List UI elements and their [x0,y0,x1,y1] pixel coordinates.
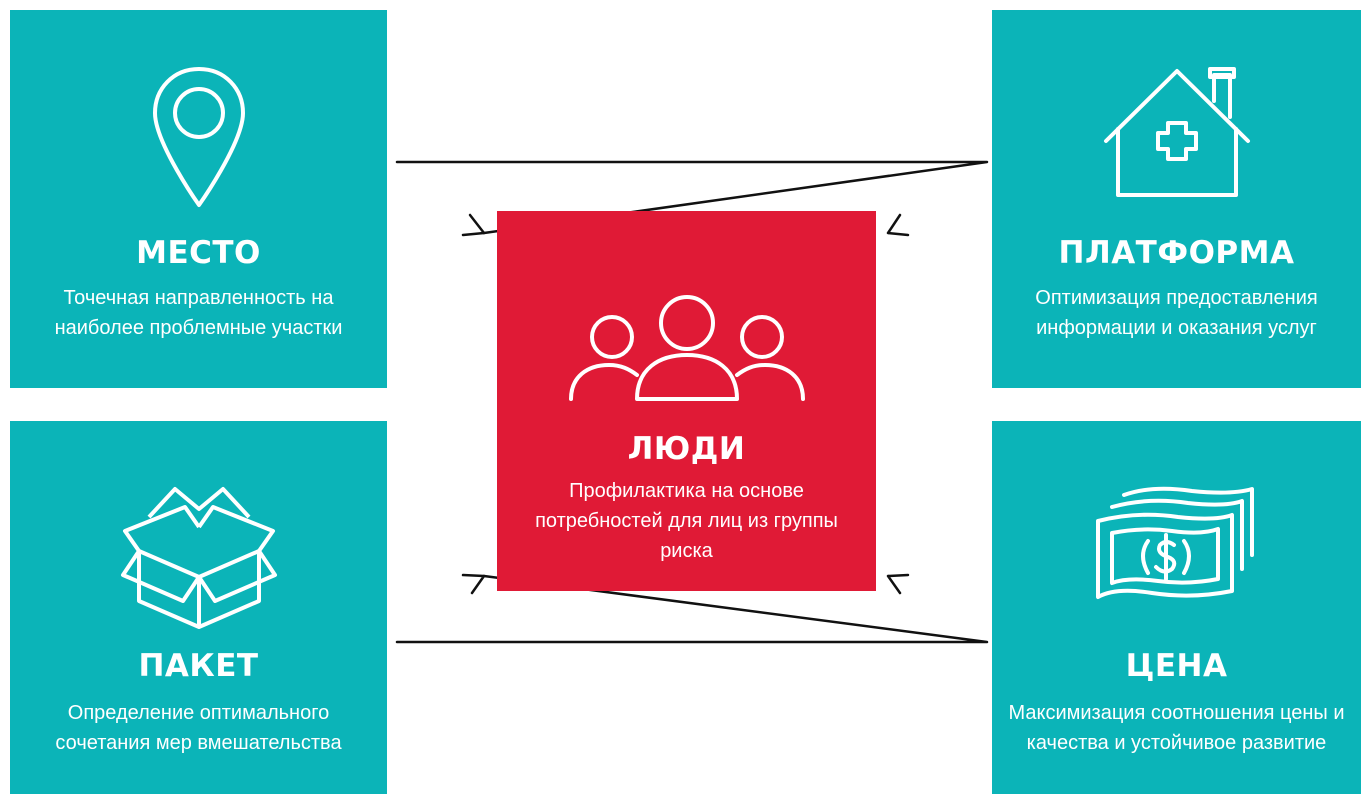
place-card: МЕСТО Точечная направленность на наиболе… [10,10,387,388]
arrow-price-to-people [886,573,910,595]
platform-card: ПЛАТФОРМА Оптимизация предоставления инф… [992,10,1361,388]
price-description: Максимизация соотношения цены и качества… [1008,702,1345,754]
people-group-icon [497,293,876,403]
arrow-place-to-people [395,160,989,235]
people-title: ЛЮДИ [627,431,746,467]
arrow-platform-to-people [886,213,910,237]
price-title: ЦЕНА [1125,648,1228,684]
banknotes-dollar-icon [992,481,1361,611]
location-pin-icon [10,65,387,215]
house-medical-cross-icon [992,65,1361,205]
arrow-package-to-people [395,574,989,644]
people-description: Профилактика на основе потребностей для … [535,480,838,562]
package-card: ПАКЕТ Определение оптимального сочетания… [10,421,387,794]
people-card: ЛЮДИ Профилактика на основе потребностей… [497,211,876,591]
place-description: Точечная направленность на наиболее проб… [54,287,343,339]
package-description: Определение оптимального сочетания мер в… [55,702,342,754]
price-card: ЦЕНА Максимизация соотношения цены и кач… [992,421,1361,794]
package-title: ПАКЕТ [138,648,259,684]
place-title: МЕСТО [136,235,261,271]
open-box-icon [10,481,387,631]
platform-description: Оптимизация предоставления информации и … [1035,287,1318,339]
platform-title: ПЛАТФОРМА [1058,235,1295,271]
